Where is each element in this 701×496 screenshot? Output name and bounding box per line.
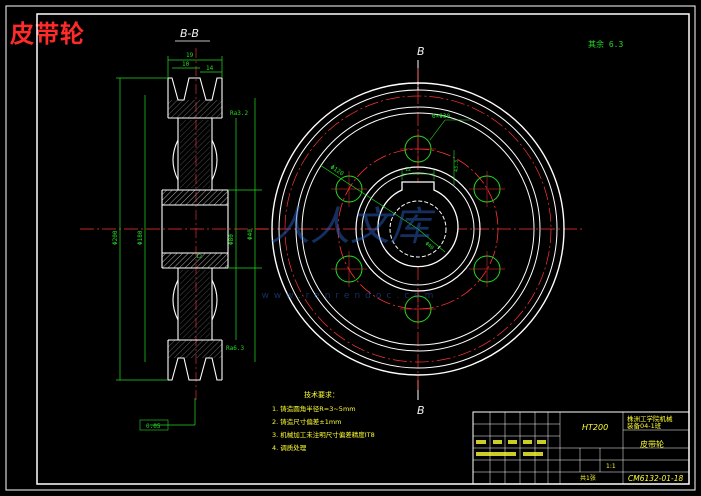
roughness-note: 其余 6.3 — [588, 39, 623, 49]
watermark-main: 人人文库 — [270, 204, 436, 250]
watermark-sub: www.renrendoc.com — [262, 291, 439, 301]
dim-groove-pitch: 10 — [182, 61, 190, 68]
dim-roughness: Ra3.2 — [230, 110, 248, 117]
keyway-depth: 43.3 — [454, 160, 460, 172]
pcd-callout: Φ120 — [329, 164, 345, 178]
dim-key-width: 12 — [196, 254, 202, 260]
tolerance-frame: 0.05 — [146, 423, 161, 430]
dim-roughness-flat: Ra6.3 — [226, 345, 244, 352]
title-sheet: 共1张 — [580, 474, 596, 482]
keyway-width: 12 — [405, 167, 411, 173]
bore-callout: Φ40 — [424, 241, 435, 251]
dim-hub-diameter: Φ80 — [228, 234, 235, 245]
bore-keyway — [377, 181, 459, 268]
title-material: HT200 — [582, 423, 608, 432]
tech-req-item-1: 1. 铸造圆角半径R=3~5mm — [272, 404, 356, 413]
title-school-line1: 株洲工学院机械 — [627, 414, 673, 423]
dim-bore-diameter: Φ40 — [247, 229, 254, 240]
dim-groove-width: 14 — [206, 65, 214, 72]
technical-requirements: 技术要求： 1. 铸造圆角半径R=3~5mm 2. 铸造尺寸偏差±1mm 3. … — [272, 390, 375, 452]
tech-req-item-2: 2. 铸造尺寸偏差±1mm — [272, 417, 342, 426]
outer-frame — [5, 5, 696, 491]
dim-outer-diameter: Φ200 — [112, 230, 119, 245]
view-marker-top: B — [417, 45, 425, 58]
inner-frame — [36, 13, 690, 485]
watermark: 人人文库 www.renrendoc.com — [262, 204, 439, 301]
section-label: B-B — [180, 27, 199, 40]
tech-req-heading: 技术要求： — [304, 390, 339, 399]
front-view: B B — [255, 45, 585, 417]
hole-callout: 6×Φ30 — [432, 113, 450, 120]
drawing-title: 皮带轮 — [10, 20, 85, 48]
rim-outer-circle — [271, 82, 565, 376]
title-drawing-number: CM6132-01-18 — [628, 474, 684, 483]
title-school-line2: 装备04-1班 — [627, 421, 662, 430]
section-view: B-B — [80, 27, 268, 431]
tech-req-item-4: 4. 调质处理 — [272, 443, 307, 452]
tech-req-item-3: 3. 机械加工未注明尺寸偏差精度IT8 — [272, 430, 375, 439]
view-marker-bottom: B — [417, 404, 425, 417]
title-scale: 1:1 — [606, 463, 616, 470]
dim-pitch-diameter: Φ180 — [137, 230, 144, 245]
title-part-name: 皮带轮 — [640, 439, 664, 449]
dim-width: 19 — [186, 52, 194, 59]
title-block: HT200 株洲工学院机械 装备04-1班 皮带轮 1:1 共1张 CM6132… — [472, 411, 690, 485]
